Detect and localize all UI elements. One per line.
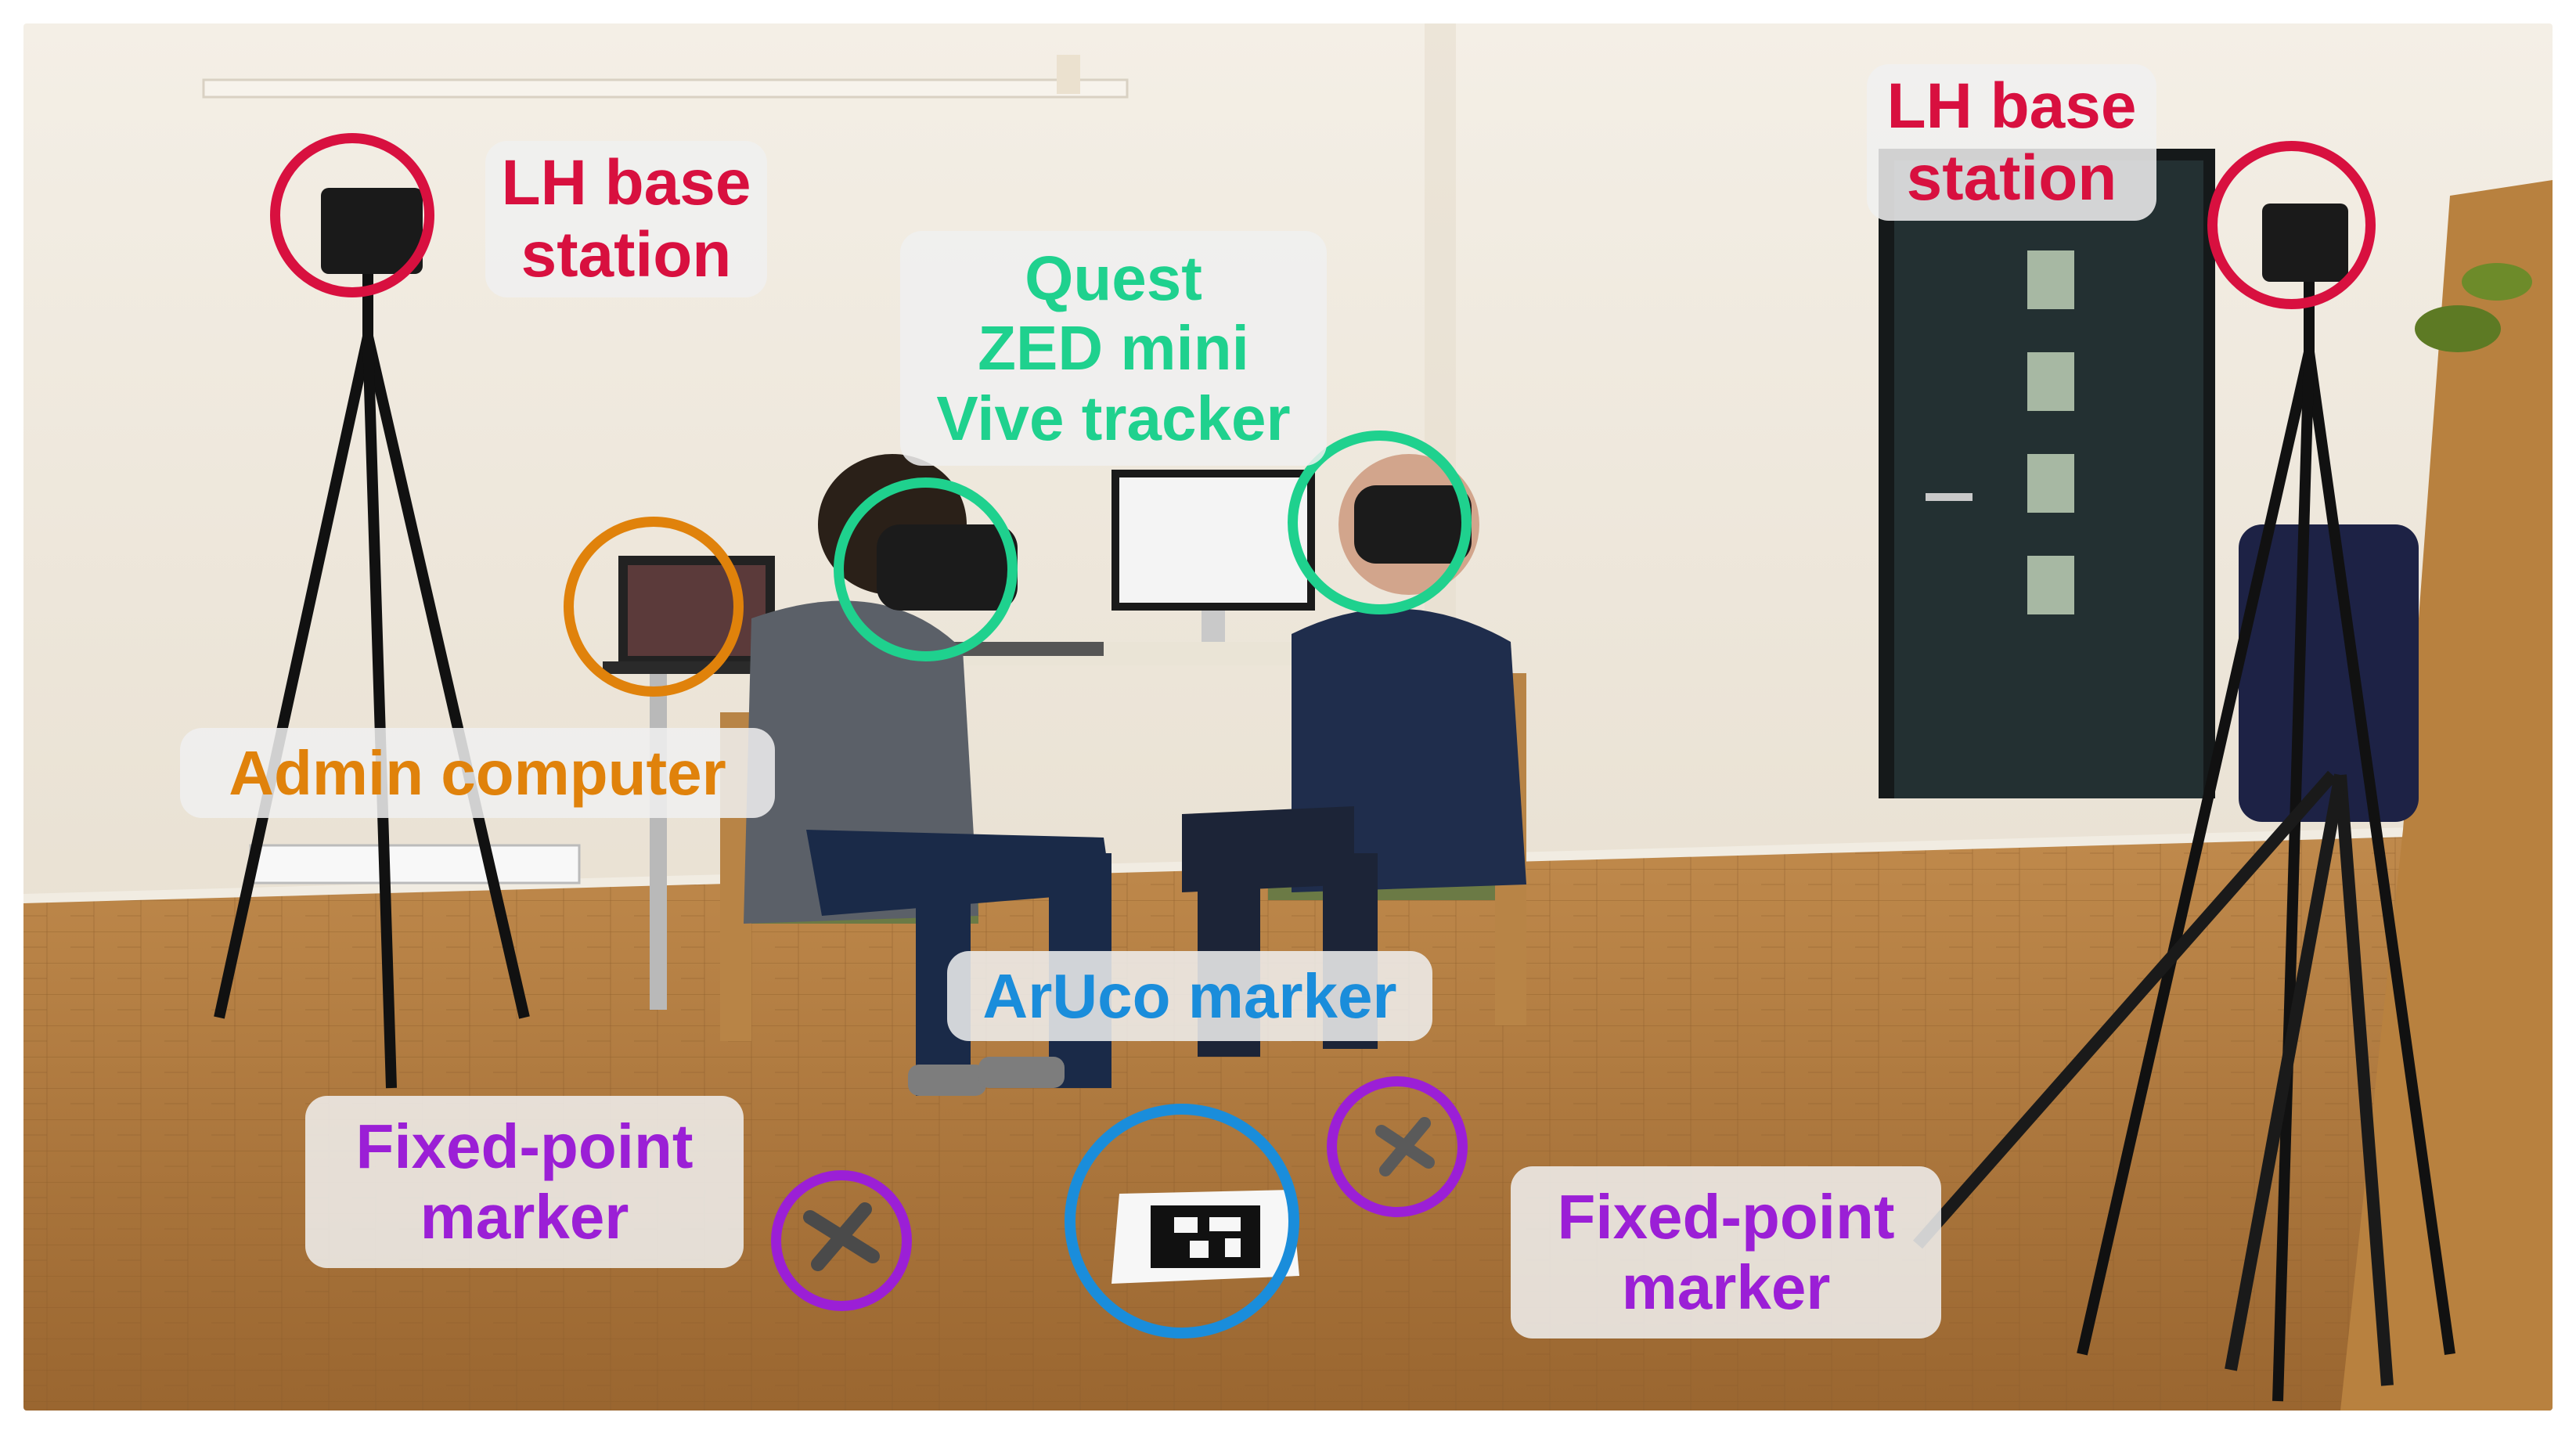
label-admin-computer: Admin computer <box>180 728 775 818</box>
desk-leg-left <box>650 665 667 1010</box>
label-fixed-point-marker-right: Fixed-point marker <box>1511 1166 1941 1339</box>
door-handle <box>1926 493 1973 501</box>
ring-aruco <box>1065 1104 1299 1339</box>
wall-sockets <box>249 844 581 885</box>
label-quest-zed-vive: Quest ZED mini Vive tracker <box>900 231 1327 466</box>
ring-fixed-left <box>771 1170 912 1311</box>
door-window-4 <box>2027 556 2074 614</box>
ring-fixed-right <box>1327 1076 1468 1217</box>
plant-leaf-1 <box>2415 305 2501 352</box>
stacked-chairs <box>2239 524 2419 822</box>
camera-tripod <box>1913 770 2394 1386</box>
shelf-item <box>1057 55 1080 94</box>
door-window-1 <box>2027 250 2074 309</box>
label-lh-base-station-left: LH base station <box>485 141 767 297</box>
door-window-3 <box>2027 454 2074 513</box>
label-fixed-point-marker-left: Fixed-point marker <box>305 1096 744 1268</box>
label-aruco-marker: ArUco marker <box>947 951 1432 1041</box>
ring-lh-right <box>2207 141 2376 309</box>
keyboard <box>947 642 1104 656</box>
wood-pillar <box>2340 180 2553 1411</box>
door-window-2 <box>2027 352 2074 411</box>
monitor-screen <box>1119 477 1307 603</box>
plant-leaf-2 <box>2462 263 2532 301</box>
wall-shelf <box>202 78 1129 99</box>
lab-photo: LH base station LH base station Quest ZE… <box>23 23 2553 1411</box>
label-lh-base-station-right: LH base station <box>1867 64 2156 221</box>
monitor-stand <box>1202 611 1225 642</box>
ring-admin-computer <box>564 517 744 697</box>
ring-headset-left <box>834 477 1018 661</box>
ring-lh-left <box>270 133 434 297</box>
